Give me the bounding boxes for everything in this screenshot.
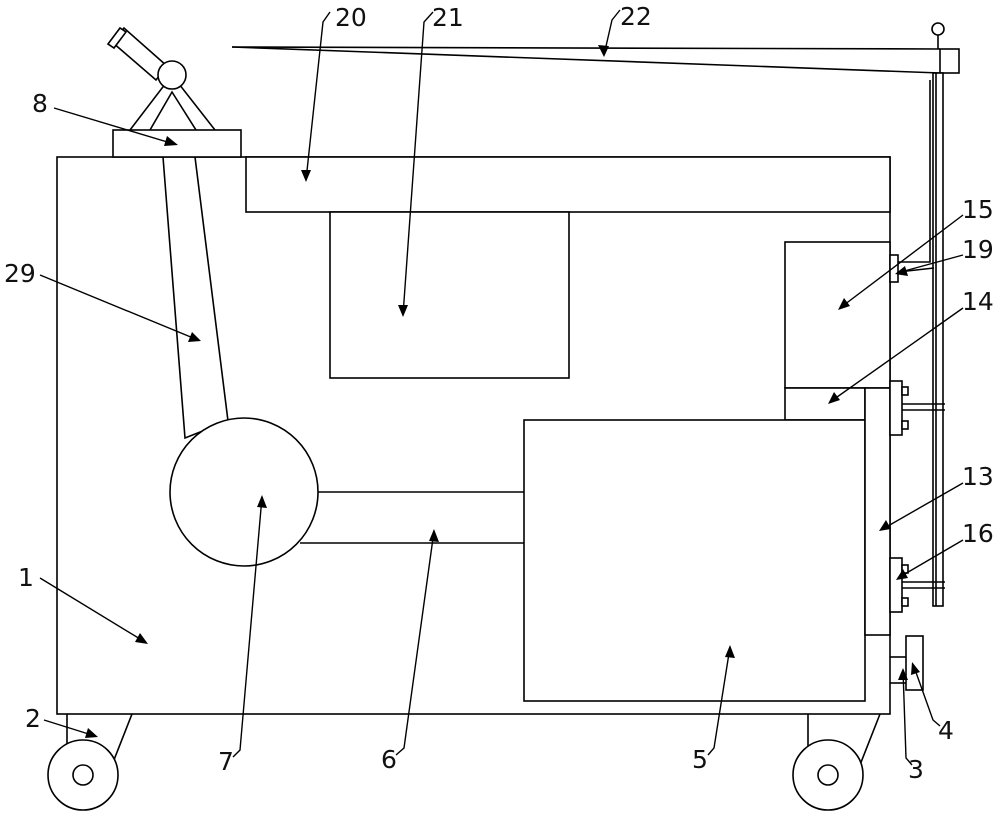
arrow-19 bbox=[895, 266, 908, 276]
bracket-block bbox=[889, 254, 899, 283]
clamp-upper-bolt-2 bbox=[901, 420, 909, 430]
arrow-16 bbox=[896, 569, 908, 580]
leader-5 bbox=[707, 646, 731, 756]
arrow-21 bbox=[398, 305, 408, 317]
arrow-15 bbox=[838, 298, 850, 310]
label-29: 29 bbox=[4, 259, 36, 288]
label-15: 15 bbox=[962, 195, 994, 224]
label-14: 14 bbox=[962, 287, 994, 316]
leader-19 bbox=[896, 254, 964, 274]
leader-4 bbox=[912, 663, 941, 727]
label-4: 4 bbox=[938, 716, 954, 745]
rod-lower-edge bbox=[231, 46, 941, 74]
label-19: 19 bbox=[962, 235, 994, 264]
arrow-22 bbox=[598, 45, 609, 57]
arrow-1 bbox=[135, 633, 148, 644]
label-3: 3 bbox=[908, 755, 924, 784]
vertical-plate bbox=[864, 387, 891, 636]
arrow-7 bbox=[257, 495, 267, 508]
arrow-20 bbox=[301, 170, 311, 182]
nozzle-support-inner bbox=[149, 90, 197, 131]
label-1: 1 bbox=[18, 563, 34, 592]
leader-16 bbox=[897, 539, 964, 579]
label-22: 22 bbox=[620, 2, 652, 31]
leader-14 bbox=[829, 307, 964, 403]
label-2: 2 bbox=[25, 704, 41, 733]
leader-7 bbox=[232, 496, 263, 758]
bracket-arm-outer bbox=[898, 80, 931, 263]
clamp-upper-plate bbox=[889, 380, 903, 436]
arrow-29 bbox=[188, 332, 201, 342]
leader-8 bbox=[53, 107, 175, 145]
clamp-upper-bolt-1 bbox=[901, 386, 909, 396]
upper-right-box bbox=[784, 241, 891, 389]
label-20: 20 bbox=[335, 3, 367, 32]
rod-end-block bbox=[939, 48, 960, 74]
arrow-2 bbox=[85, 728, 98, 738]
leader-6 bbox=[395, 530, 435, 756]
pump-circle bbox=[169, 417, 319, 567]
clamp-lower-plate bbox=[889, 557, 903, 613]
leader-29 bbox=[39, 274, 199, 341]
hanging-box bbox=[329, 211, 570, 379]
right-wheel-hub bbox=[817, 764, 839, 786]
leader-20 bbox=[305, 11, 331, 181]
label-5: 5 bbox=[692, 745, 708, 774]
leader-15 bbox=[839, 214, 964, 309]
leader-13 bbox=[880, 482, 964, 531]
arrow-14 bbox=[828, 392, 840, 404]
label-6: 6 bbox=[381, 745, 397, 774]
label-7: 7 bbox=[218, 747, 234, 776]
nozzle-tip bbox=[106, 26, 128, 50]
arrow-4 bbox=[911, 662, 920, 675]
label-21: 21 bbox=[432, 3, 464, 32]
arrow-3 bbox=[898, 668, 908, 680]
arrow-5 bbox=[725, 645, 735, 658]
nozzle-pivot bbox=[157, 60, 187, 90]
clamp-lower-bolt-2 bbox=[901, 597, 909, 607]
arrow-13 bbox=[879, 520, 891, 531]
knob bbox=[905, 635, 924, 691]
lower-box bbox=[523, 419, 866, 702]
label-13: 13 bbox=[962, 462, 994, 491]
leader-3 bbox=[902, 669, 913, 766]
left-wheel-hub bbox=[72, 764, 94, 786]
label-8: 8 bbox=[32, 89, 48, 118]
leader-1 bbox=[39, 577, 146, 643]
leader-21 bbox=[402, 11, 434, 316]
arrow-6 bbox=[429, 529, 439, 542]
right-wheel-fork bbox=[807, 713, 881, 771]
vertical-rod bbox=[932, 72, 944, 607]
rod-top-knob bbox=[931, 22, 945, 36]
label-16: 16 bbox=[962, 519, 994, 548]
top-base bbox=[112, 129, 242, 158]
arrow-8 bbox=[164, 136, 178, 146]
top-board bbox=[245, 156, 891, 213]
connector-block bbox=[784, 387, 866, 421]
rod-upper-edge bbox=[231, 46, 941, 50]
leader-22 bbox=[603, 9, 621, 56]
